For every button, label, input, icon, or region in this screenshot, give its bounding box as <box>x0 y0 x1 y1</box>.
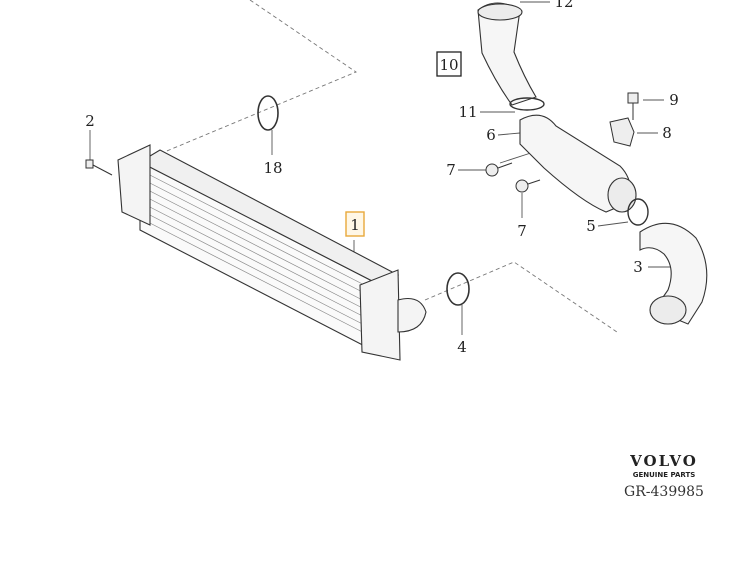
hose-3 <box>639 222 708 325</box>
callout-12[interactable]: 12 <box>554 0 573 11</box>
intercooler <box>117 144 427 361</box>
callout-8[interactable]: 8 <box>662 124 672 142</box>
assembly-dashed-lines <box>149 0 618 333</box>
bracket-8 <box>609 117 635 147</box>
callout-9[interactable]: 9 <box>669 91 679 109</box>
volvo-logo: VOLVO GENUINE PARTS <box>604 452 724 479</box>
diagram-reference: GR-439985 <box>624 484 704 500</box>
logo-brand-text: VOLVO <box>630 452 698 470</box>
bolt-7-upper <box>485 162 513 177</box>
sensor-9 <box>627 92 639 120</box>
intercooler-fins <box>143 171 381 342</box>
callout-6[interactable]: 6 <box>486 126 496 144</box>
callout-10-box <box>436 51 462 77</box>
callout-1-highlight <box>345 211 365 237</box>
callout-labels: 1 2 3 4 5 6 7 7 8 9 10 11 12 18 <box>85 0 679 356</box>
callout-11[interactable]: 11 <box>458 103 477 121</box>
clamp-11 <box>509 97 545 111</box>
clamp-5 <box>627 198 649 226</box>
callout-1[interactable]: 1 <box>350 216 360 234</box>
callout-4[interactable]: 4 <box>457 338 467 356</box>
callout-7-lower[interactable]: 7 <box>517 222 527 240</box>
logo-tagline: GENUINE PARTS <box>632 471 696 479</box>
callout-10[interactable]: 10 <box>439 56 458 74</box>
screw-2 <box>85 159 113 176</box>
o-ring-4 <box>446 272 470 306</box>
callout-7-upper[interactable]: 7 <box>446 161 456 179</box>
pipe-6 <box>519 114 637 213</box>
bolt-7-lower <box>515 179 541 193</box>
pipe-10 <box>477 2 537 106</box>
callout-18[interactable]: 18 <box>263 159 282 177</box>
callout-2[interactable]: 2 <box>85 112 95 130</box>
o-ring-18 <box>257 95 279 131</box>
callout-3[interactable]: 3 <box>633 258 643 276</box>
callout-5[interactable]: 5 <box>586 217 596 235</box>
